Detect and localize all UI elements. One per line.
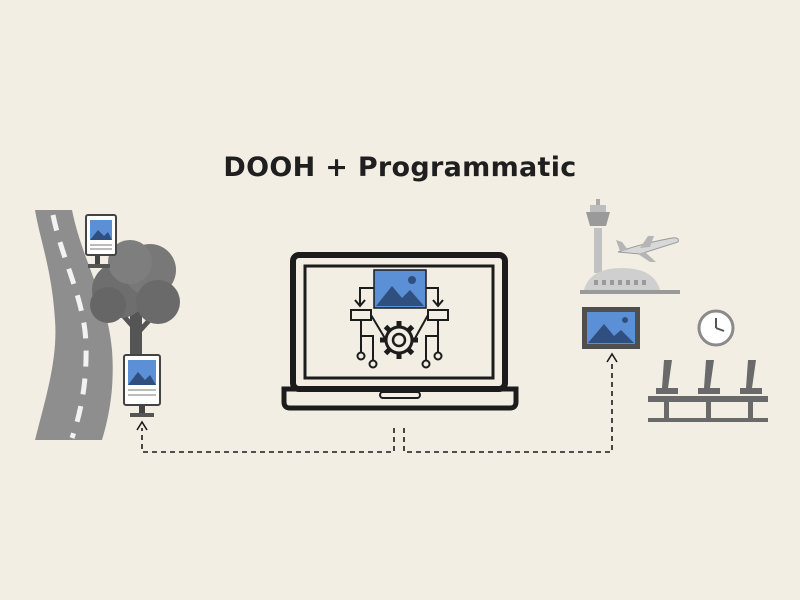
connector-arrows	[141, 360, 613, 453]
billboard-icon	[582, 307, 640, 349]
billboard-icon	[85, 214, 117, 268]
road-icon	[35, 210, 113, 440]
billboard-icon	[123, 354, 161, 417]
arrow-head	[606, 352, 618, 363]
page-title: DOOH + Programmatic	[223, 152, 577, 183]
gear-icon	[380, 321, 418, 359]
arrow-head	[136, 420, 148, 431]
clock-icon	[697, 309, 735, 347]
airport-tower-icon	[580, 199, 680, 294]
tree-icon	[90, 240, 180, 360]
laptop-icon	[281, 252, 519, 411]
waiting-seats-icon	[648, 360, 768, 422]
airplane-icon	[616, 236, 679, 262]
